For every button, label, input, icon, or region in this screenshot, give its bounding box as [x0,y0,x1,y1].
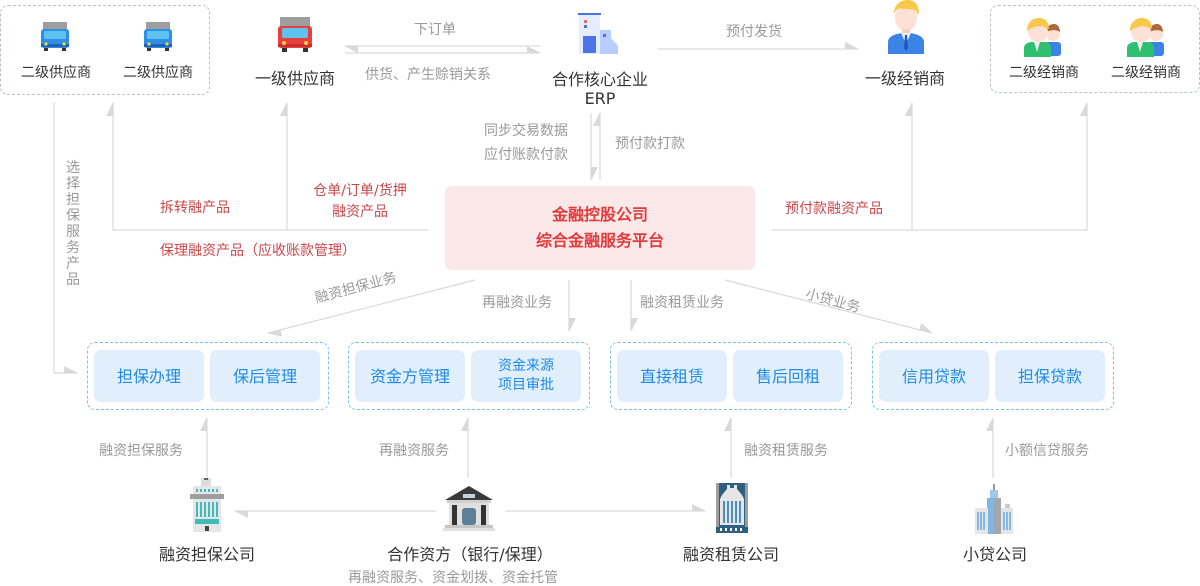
platform-title: 金融控股公司 [551,205,648,224]
prepaid-financing-product[interactable]: 预付款融资产品 [785,201,883,217]
leasing-service-group [610,342,852,410]
core-enterprise-erp-label: ERP [584,89,616,108]
leasing-company-label: 融资租赁公司 [682,545,779,564]
prepaid-payment-label: 预付款打款 [615,136,685,152]
post-guarantee-button[interactable]: 保后管理 [210,350,320,402]
guarantee-company-label: 融资担保公司 [158,545,255,564]
fund-source-line1: 资金来源 [498,358,554,374]
prepaid-shipping-label: 预付发货 [726,24,782,40]
leaseback-button[interactable]: 售后回租 [733,350,843,402]
fund-manager-button[interactable]: 资金方管理 [355,350,465,402]
split-transfer-product[interactable]: 拆转融产品 [160,200,230,216]
place-order-label: 下订单 [414,22,456,38]
fund-source-line2: 项目审批 [498,377,554,393]
factoring-line [106,102,428,231]
primary-supplier-label: 一级供应商 [254,69,335,88]
guarantee-service-group [87,342,329,410]
microcredit-service-label: 小额信贷服务 [1005,443,1089,459]
bank-icon [443,486,495,531]
leasing-service-label: 融资租赁服务 [744,443,828,459]
building-icon [578,13,618,54]
refinancing-service-label: 再融资服务 [379,443,449,459]
secondary-dealer-label: 二级经销商 [1009,65,1079,81]
choose-guarantee-label: 选择担保服务产品 [66,160,80,288]
warehouse-pledge-product[interactable]: 仓单/订单/货押 [313,183,407,199]
truck-icon [41,22,69,51]
guarantee-handling-button[interactable]: 担保办理 [94,350,204,402]
payable-payment-label: 应付账款付款 [484,147,568,163]
office-building-icon [190,478,224,532]
truck-icon [144,22,172,51]
people-icon [1024,18,1061,57]
skyscraper-icon [975,484,1013,534]
financial-platform[interactable]: 金融控股公司 综合金融服务平台 [445,186,755,270]
businessman-icon [888,0,924,54]
people-icon [1127,18,1164,57]
sync-data-label: 同步交易数据 [484,123,568,139]
platform-subtitle: 综合金融服务平台 [535,231,664,250]
refinancing-business-label: 再融资业务 [482,295,552,311]
secondary-dealer-label: 二级经销商 [1111,65,1181,81]
core-enterprise-label: 合作核心企业 [551,70,648,89]
warehouse-pledge-product-line2[interactable]: 融资产品 [332,204,388,220]
guarantee-service-label: 融资担保服务 [99,443,183,459]
secured-loan-button[interactable]: 担保贷款 [995,350,1105,402]
truck-icon [278,17,312,52]
microloan-company-label: 小贷公司 [962,545,1027,564]
secondary-supplier-label: 二级供应商 [21,65,91,81]
guarantee-business-arrow [267,279,476,337]
factoring-product[interactable]: 保理融资产品（应收账款管理） [160,243,356,259]
microloan-service-group [872,342,1114,410]
secondary-supplier-label: 二级供应商 [123,65,193,81]
funding-partner-label: 合作资方（银行/保理） [387,545,553,564]
guarantee-select-line [53,103,78,374]
leasing-business-label: 融资租赁业务 [640,295,724,311]
secondary-suppliers-group [0,5,210,95]
tower-building-icon [716,483,748,533]
microloan-business-arrow [724,279,933,334]
fund-source-approval-button[interactable]: 资金来源 项目审批 [471,350,581,402]
supply-relation-label: 供货、产生赊销关系 [365,67,491,83]
prepaid-product-line [772,102,1088,231]
funding-partner-subtitle: 再融资服务、资金划拨、资金托管 [348,570,558,586]
credit-loan-button[interactable]: 信用贷款 [879,350,989,402]
direct-lease-button[interactable]: 直接租赁 [617,350,727,402]
primary-dealer-label: 一级经销商 [864,69,945,88]
refinancing-service-group [348,342,590,410]
